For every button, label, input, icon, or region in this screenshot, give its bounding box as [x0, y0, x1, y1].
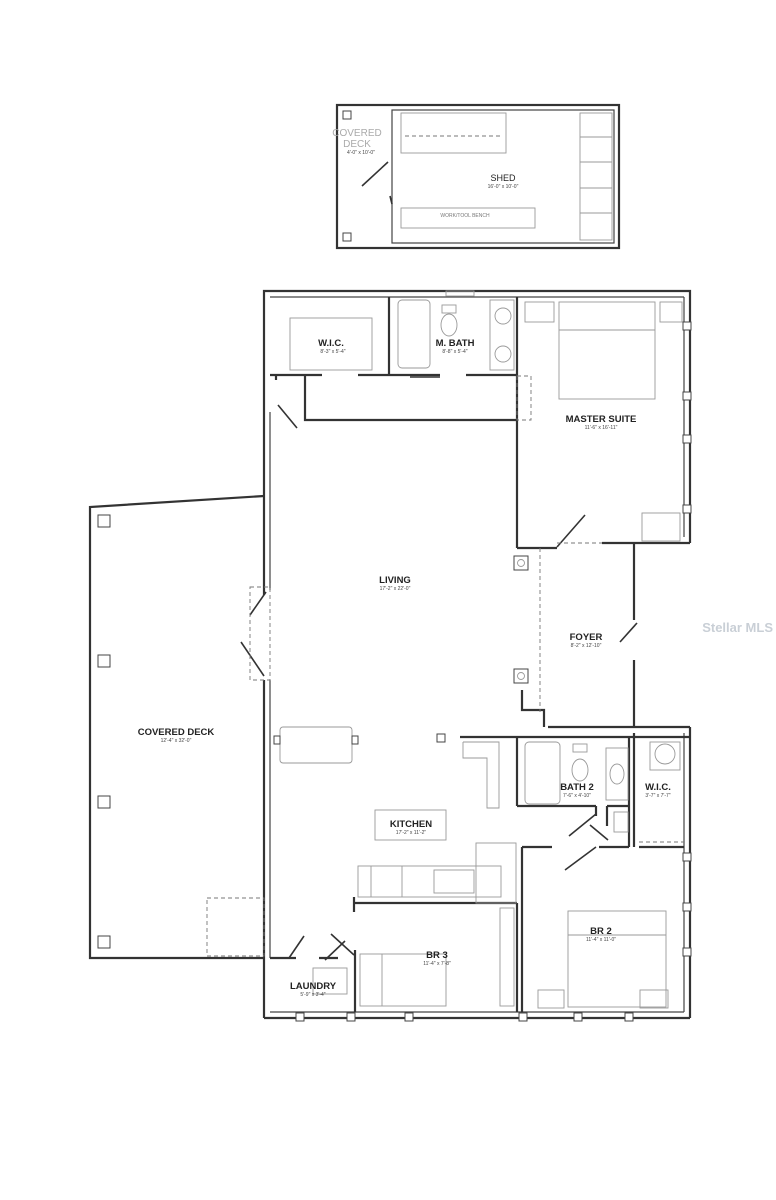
- sink: [494, 345, 512, 363]
- bath2-door[interactable]: [568, 813, 597, 837]
- foyer-door[interactable]: [619, 622, 638, 643]
- deck-post: [97, 795, 111, 809]
- covered-deck: [88, 494, 265, 960]
- column: [513, 555, 529, 571]
- wic2-door[interactable]: [589, 824, 609, 841]
- deck-door[interactable]: [249, 591, 267, 616]
- dashed-outlines: [206, 375, 684, 957]
- shed-label: SHED: [490, 173, 516, 183]
- workbench-label: WORK/TOOL BENCH: [440, 213, 490, 219]
- bath2-dimensions: 7'-6" x 4'-10": [563, 793, 591, 799]
- master-suite-dimensions: 11'-6" x 16'-11": [585, 425, 618, 431]
- master-door[interactable]: [556, 514, 586, 548]
- shed-dimensions: 16'-0" x 10'-0": [488, 184, 519, 190]
- sink: [609, 763, 625, 785]
- shed-deck-label-line1: COVERED: [332, 128, 381, 139]
- laundry-door[interactable]: [288, 935, 305, 959]
- foyer-label: FOYER: [570, 632, 603, 643]
- covered-deck-dimensions: 12'-4" x 32'-0": [161, 738, 192, 744]
- shed-structure: [335, 103, 621, 250]
- bed: [567, 910, 667, 1008]
- bed: [359, 953, 447, 1007]
- living-label: LIVING: [379, 575, 411, 586]
- laundry-dimensions: 5'-9" x 3'-4": [300, 992, 325, 998]
- bathtub: [524, 741, 561, 805]
- sink: [494, 307, 512, 325]
- entry-door[interactable]: [277, 404, 298, 429]
- watermark: Stellar MLS: [702, 620, 773, 635]
- wic1-dimensions: 8'-3" x 5'-4": [320, 349, 345, 355]
- doors: [240, 376, 638, 961]
- br2-dimensions: 11'-4" x 11'-0": [586, 937, 616, 943]
- toilet: [571, 758, 589, 782]
- kitchen-sink: [433, 869, 475, 894]
- bathtub: [397, 299, 431, 369]
- deck-post: [342, 232, 352, 242]
- fixtures: [273, 290, 692, 1022]
- foyer-dimensions: 8'-2" x 12'-10": [571, 643, 602, 649]
- br2-label: BR 2: [590, 926, 612, 937]
- wic2-dimensions: 3'-7" x 7'-7": [645, 793, 670, 799]
- deck-post: [97, 514, 111, 528]
- bed: [558, 301, 656, 400]
- br3-door[interactable]: [330, 933, 355, 956]
- washer-dryer: [312, 967, 348, 995]
- kitchen-dimensions: 17'-2" x 11'-2": [396, 830, 427, 836]
- laundry-door[interactable]: [324, 940, 346, 961]
- br2-door[interactable]: [564, 846, 597, 871]
- br3-dimensions: 11'-4" x 7'-8": [423, 961, 451, 967]
- wic2-label: W.I.C.: [645, 782, 671, 793]
- mbath-label: M. BATH: [436, 338, 475, 349]
- column: [513, 668, 529, 684]
- laundry-label: LAUNDRY: [290, 981, 337, 992]
- deck-door[interactable]: [240, 641, 265, 677]
- wic1-label: W.I.C.: [318, 338, 344, 349]
- master-suite-label: MASTER SUITE: [566, 414, 637, 425]
- kitchen-label: KITCHEN: [390, 819, 432, 830]
- house-walls: [262, 289, 692, 1020]
- deck-post: [97, 654, 111, 668]
- shed-deck-label-line2: DECK: [343, 139, 371, 150]
- bath2-label: BATH 2: [560, 782, 594, 793]
- deck-post: [342, 110, 352, 120]
- shed-door[interactable]: [361, 161, 389, 187]
- toilet: [440, 313, 458, 337]
- living-dimensions: 17'-2" x 22'-0": [380, 586, 411, 592]
- mbath-dimensions: 8'-8" x 5'-4": [442, 349, 467, 355]
- kitchen-island: [374, 809, 447, 841]
- br3-label: BR 3: [426, 950, 448, 961]
- deck-post: [97, 935, 111, 949]
- dining-table: [279, 726, 353, 764]
- shed-deck-dimensions: 4'-0" x 10'-0": [347, 150, 375, 156]
- covered-deck-label: COVERED DECK: [138, 727, 215, 738]
